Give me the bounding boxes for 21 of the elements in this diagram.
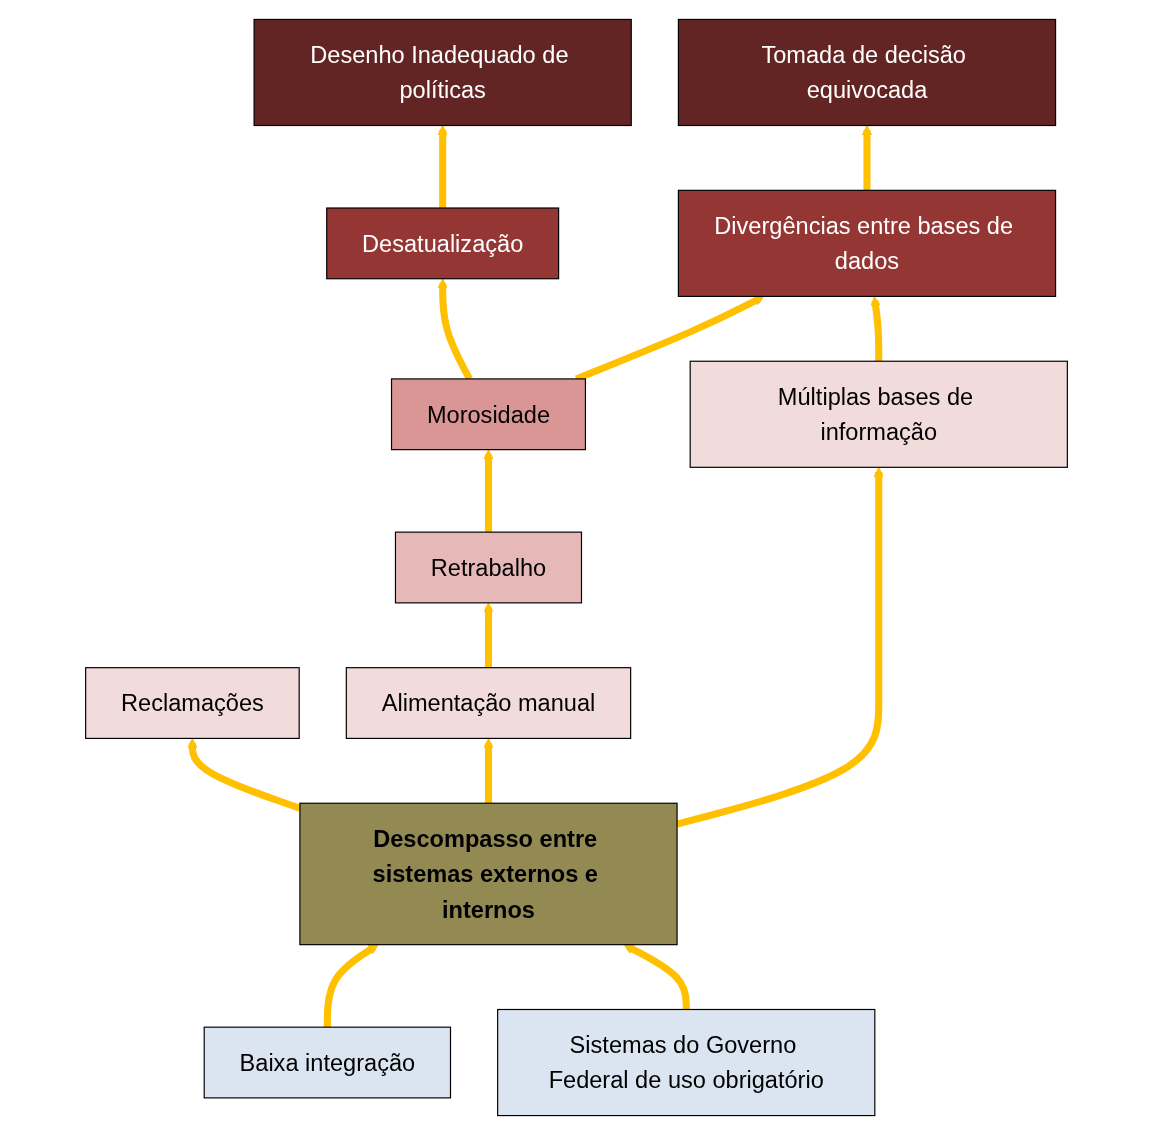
node-box: Alimentação manual — [345, 667, 632, 739]
arrow — [623, 943, 690, 1010]
node-box: Baixa integração — [203, 1026, 452, 1099]
node-box: Morosidade — [390, 378, 587, 451]
node-box: Retrabalho — [394, 531, 583, 604]
arrow — [437, 125, 448, 208]
node-box: Desatualização — [326, 207, 560, 280]
arrow — [323, 944, 379, 1028]
node-box: Sistemas do Governo Federal de uso obrigatório — [497, 1008, 876, 1117]
node-box: Reclamações — [85, 667, 300, 739]
arrow — [483, 737, 494, 804]
node-box: Divergências entre bases de dados — [677, 189, 1057, 297]
node-box: Desenho Inadequado de políticas — [253, 18, 632, 127]
node-box: Múltiplas bases de informação — [689, 360, 1068, 468]
arrow — [483, 602, 494, 668]
arrow — [861, 125, 873, 191]
arrow — [187, 737, 302, 812]
arrow — [483, 449, 494, 533]
arrow — [870, 295, 883, 362]
node-box: Tomada de decisão equivocada — [677, 18, 1057, 127]
node-box: Descompasso entre sistemas externos e internos — [299, 802, 678, 946]
